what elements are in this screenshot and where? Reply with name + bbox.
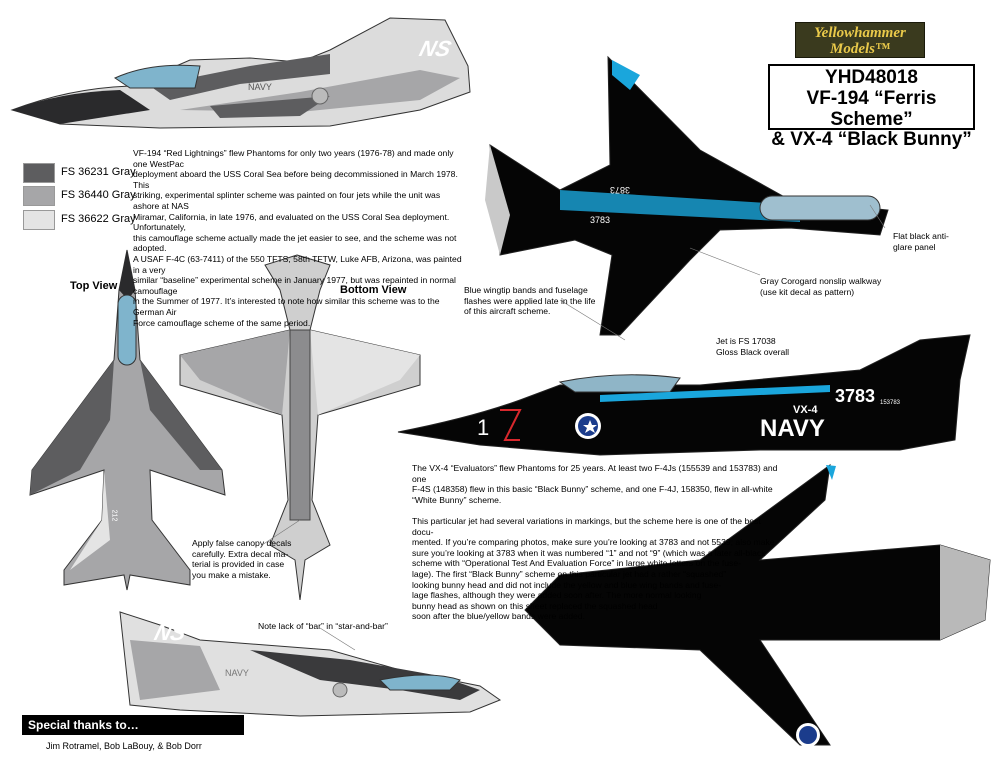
vx4-side-profile	[397, 334, 971, 456]
note-line: Jet is FS 17038	[716, 336, 776, 346]
vx4-side-modex: 3783	[835, 386, 876, 406]
note-line: Apply false canopy decals	[192, 538, 292, 548]
vf194-line: striking, experimental splinter scheme w…	[133, 190, 441, 211]
vx4-line: F-4S (148358) flew in this basic “Black …	[412, 484, 773, 495]
special-thanks-heading: Special thanks to…	[22, 715, 244, 735]
vf194-line: in the Summer of 1977. It’s interested t…	[133, 296, 440, 317]
vf194-bottom-view	[179, 254, 421, 601]
swatch-fs36231	[23, 163, 55, 183]
note-line: of this aircraft scheme.	[464, 306, 551, 317]
vx4-line: The VX-4 “Evaluators” flew Phantoms for …	[412, 463, 778, 484]
vx4-wing-modex: 3783	[590, 215, 611, 225]
vf194-line: deployment aboard the USS Coral Sea befo…	[133, 169, 458, 190]
brand-line-2: Models™	[830, 41, 890, 57]
ns-tail-code-top: NS	[416, 36, 455, 61]
vf194-top-view	[29, 249, 226, 591]
canopy-note: Apply false canopy decals carefully. Ext…	[192, 538, 291, 580]
note-line: Flat black anti-	[893, 231, 949, 241]
vx4-line: looking bunny head and did not include t…	[412, 579, 722, 590]
vx4-line: scheme with “Operational Test And Evalua…	[412, 558, 741, 569]
vx4-squadron: VX-4	[793, 404, 818, 416]
leader-walkway	[689, 247, 761, 276]
title-line-3: & VX-4 “Black Bunny”	[771, 129, 972, 150]
wingtip-note: Blue wingtip bands and fuselage flashes …	[464, 285, 595, 317]
vf194-line: this camouflage scheme actually made the…	[133, 232, 457, 254]
title-line-2: VF-194 “Ferris Scheme”	[806, 88, 937, 130]
navy-marking-top: NAVY	[248, 82, 272, 92]
vf194-description: VF-194 “Red Lightnings” flew Phantoms fo…	[133, 148, 463, 328]
gloss-black-note: Jet is FS 17038 Gloss Black overall	[716, 336, 789, 357]
vf194-side-profile-bottom	[119, 611, 502, 717]
vx4-line: “White Bunny” scheme.	[412, 494, 502, 505]
leader-canopy	[261, 519, 301, 546]
vx4-line: soon after the blue/yellow bands were ad…	[412, 611, 585, 622]
title-box: YHD48018 VF-194 “Ferris Scheme” & VX-4 “…	[768, 64, 975, 150]
product-code: YHD48018	[825, 67, 918, 88]
vx4-line: This particular jet had several variatio…	[412, 515, 761, 537]
leader-wingtip	[559, 299, 626, 341]
swatch-label-fs36440: FS 36440 Gray	[61, 189, 136, 201]
brand-logo: Yellowhammer Models™	[795, 22, 925, 58]
vx4-line: sure you’re looking at 3783 when it was …	[412, 547, 766, 558]
flat-black-note: Flat black anti- glare panel	[893, 231, 949, 252]
vf194-line: similar “baseline” experimental scheme i…	[133, 275, 456, 296]
walkway-note: Gray Corogard nonslip walkway (use kit d…	[760, 276, 881, 297]
swatch-fs36440	[23, 186, 55, 206]
swatch-label-fs36231: FS 36231 Gray	[61, 166, 136, 178]
vx4-bottom-view	[524, 463, 991, 747]
leader-flat-black	[869, 204, 886, 229]
vx4-wing-modex-reversed: 3873	[610, 185, 631, 195]
vx4-line: lage flashes, although they were added s…	[412, 590, 702, 601]
vx4-description: The VX-4 “Evaluators” flew Phantoms for …	[412, 463, 782, 622]
top-view-label: Top View	[70, 280, 118, 292]
star-bar-note: Note lack of “bar” in “star-and-bar”	[258, 621, 388, 631]
note-line: flashes were applied late in the life	[464, 295, 596, 306]
vf194-line: VF-194 “Red Lightnings” flew Phantoms fo…	[133, 148, 454, 169]
ns-tail-code-bottom: NS	[151, 620, 190, 645]
vx4-top-view	[485, 55, 889, 336]
vf194-side-profile-top	[10, 17, 471, 129]
leader-star-bar	[319, 627, 356, 651]
navy-marking-bottom: NAVY	[225, 668, 249, 678]
note-line: Gray Corogard nonslip walkway	[760, 276, 882, 286]
swatch-fs36622	[23, 210, 55, 230]
vf194-line: Force camouflage scheme of the same peri…	[133, 317, 311, 328]
note-line: you make a mistake.	[192, 569, 271, 580]
vf194-line: Miramar, California, in late 1976, and e…	[133, 211, 450, 233]
vf194-line: A USAF F-4C (63-7411) of the 550 TFTS, 5…	[133, 253, 462, 275]
vx4-line: mented. If you’re comparing photos, make…	[412, 537, 775, 548]
vx4-navy: NAVY	[760, 415, 825, 442]
vx4-line: lage). The first “Black Bunny” scheme on…	[412, 568, 727, 579]
vx4-line: bunny head as shown on this sheet replac…	[412, 600, 658, 611]
vx4-nose-number: 1	[477, 415, 490, 440]
note-line: terial is provided in case	[192, 559, 285, 570]
vx4-buno: 153783	[880, 400, 901, 406]
note-line: glare panel	[893, 241, 936, 252]
special-thanks-names: Jim Rotramel, Bob LaBouy, & Bob Dorr	[46, 741, 202, 751]
note-line: Blue wingtip bands and fuselage	[464, 285, 588, 295]
brand-line-1: Yellowhammer	[814, 25, 906, 41]
vx4-spacer	[412, 505, 782, 516]
note-line: Gloss Black overall	[716, 346, 790, 357]
tail-small-number: 212	[110, 509, 118, 522]
swatch-label-fs36622: FS 36622 Gray	[61, 213, 136, 225]
bottom-view-label: Bottom View	[340, 284, 407, 296]
note-line: carefully. Extra decal ma-	[192, 548, 289, 559]
note-line: (use kit decal as pattern)	[760, 286, 855, 297]
